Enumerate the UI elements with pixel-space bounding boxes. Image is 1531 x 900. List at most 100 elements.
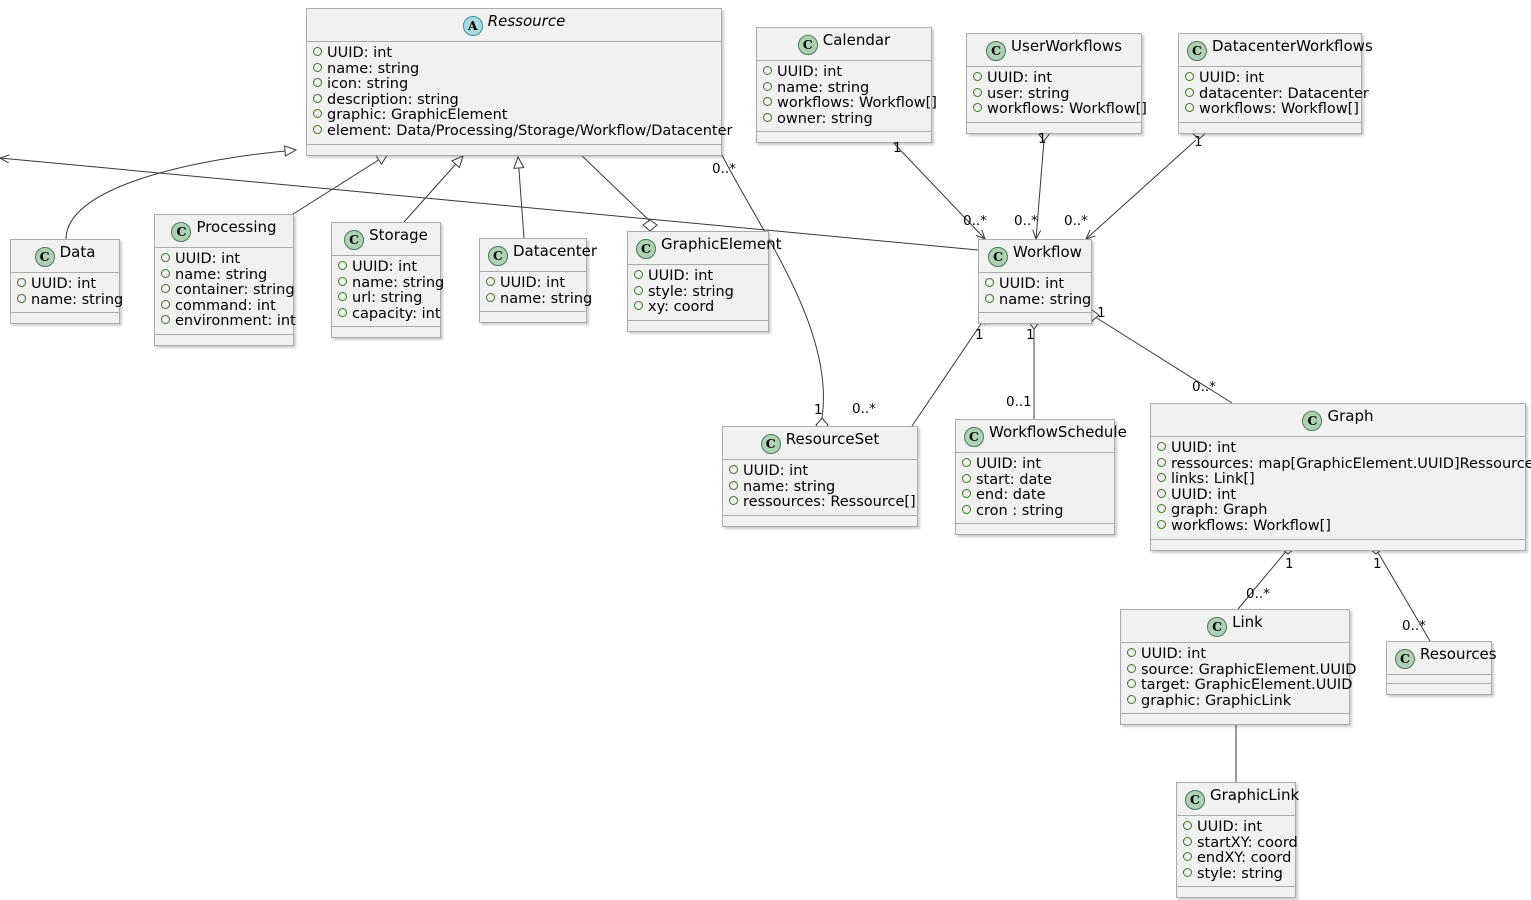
attribute-text: ressources: Ressource[] [743,494,916,511]
public-visibility-icon [1183,821,1192,830]
class-name-workflowschedule: WorkflowSchedule [989,423,1127,441]
attribute-row: xy: coord [634,299,762,316]
class-header-datacenterworkflows: C DatacenterWorkflows [1179,34,1373,67]
class-icon: C [1207,617,1228,637]
public-visibility-icon [1157,473,1166,483]
public-visibility-icon [1127,663,1136,673]
abstract-class-icon: A [462,16,483,36]
attribute-text: cron : string [976,502,1064,519]
methods-compartment-calendar [757,132,931,143]
public-visibility-icon [763,97,772,107]
class-icon: C [1187,41,1207,61]
attribute-row: description: string [313,92,715,109]
public-visibility-icon [973,87,982,97]
attribute-text: name: string [777,79,870,96]
multiplicity-label-calendar-workflow-1: 1 [893,140,902,156]
class-name-datacenterworkflows: DatacenterWorkflows [1212,37,1373,55]
attribute-row: UUID: int [763,64,925,81]
attribute-row: endXY: coord [1183,850,1291,867]
class-icon: C [344,230,365,250]
attribute-row: UUID: int [634,268,762,285]
multiplicity-label-resourceset-many: 0..* [852,401,876,417]
attribute-text: UUID: int [500,275,566,291]
attribute-text: capacity: int [352,305,441,322]
attribute-row: UUID: int [973,70,1135,87]
attribute-text: ressources: map[GraphicElement.UUID]Ress… [1171,455,1531,472]
public-visibility-icon [1185,103,1194,113]
methods-compartment-workflowschedule [956,524,1114,535]
methods-compartment-graph [1151,539,1525,550]
attribute-row: datacenter: Datacenter [1185,86,1369,103]
public-visibility-icon [962,473,971,483]
attribute-text: UUID: int [999,276,1065,292]
attribute-text: start: date [976,471,1052,488]
class-icon: C [964,427,984,447]
attribute-row: UUID: int [962,456,1108,473]
attribute-row: name: string [486,291,592,308]
methods-compartment-link [1121,714,1349,725]
multiplicity-label-resourceset-one: 1 [814,402,823,418]
attribute-text: UUID: int [31,276,97,292]
attribute-row: workflows: Workflow[] [1185,101,1359,118]
attribute-text: end: date [976,487,1046,504]
multiplicity-label-workflow-graph-1: 1 [1097,305,1106,321]
attribute-row: UUID: int [1157,440,1519,457]
public-visibility-icon [338,276,347,286]
attribute-row: user: string [973,86,1135,103]
class-name-processing: Processing [196,218,277,236]
class-name-workflow: Workflow [1013,243,1082,261]
attribute-text: graphic: GraphicElement [327,107,508,124]
class-name-ressource: Ressource [487,12,566,30]
public-visibility-icon [1127,648,1136,657]
attribute-row: ressources: Ressource[] [729,494,916,511]
public-visibility-icon [1127,679,1136,689]
public-visibility-icon [962,458,971,467]
attribute-row: graphic: GraphicLink [1127,693,1343,710]
public-visibility-icon [973,72,982,81]
attribute-row: style: string [1183,865,1289,883]
class-icon: C [1185,790,1205,810]
public-visibility-icon [985,293,994,303]
class-name-datacenter: Datacenter [513,242,598,260]
attribute-text: style: string [1197,865,1283,882]
public-visibility-icon [313,78,322,88]
attribute-text: element: Data/Processing/Storage/Workflo… [327,122,733,139]
attribute-text: name: string [500,290,593,307]
class-icon: C [986,41,1007,61]
methods-compartment-storage [332,327,440,338]
attribute-row: capacity: int [338,306,441,323]
public-visibility-icon [313,93,322,103]
attribute-text: owner: string [777,110,873,127]
attribute-text: name: string [327,60,420,77]
attribute-row: UUID: int [313,45,715,62]
edge-ressource-to-workflow [0,154,979,251]
attribute-row: UUID: int [161,251,287,268]
public-visibility-icon [1183,852,1192,862]
class-name-userworkflows: UserWorkflows [1011,37,1122,55]
attribute-text: UUID: int [976,456,1042,472]
